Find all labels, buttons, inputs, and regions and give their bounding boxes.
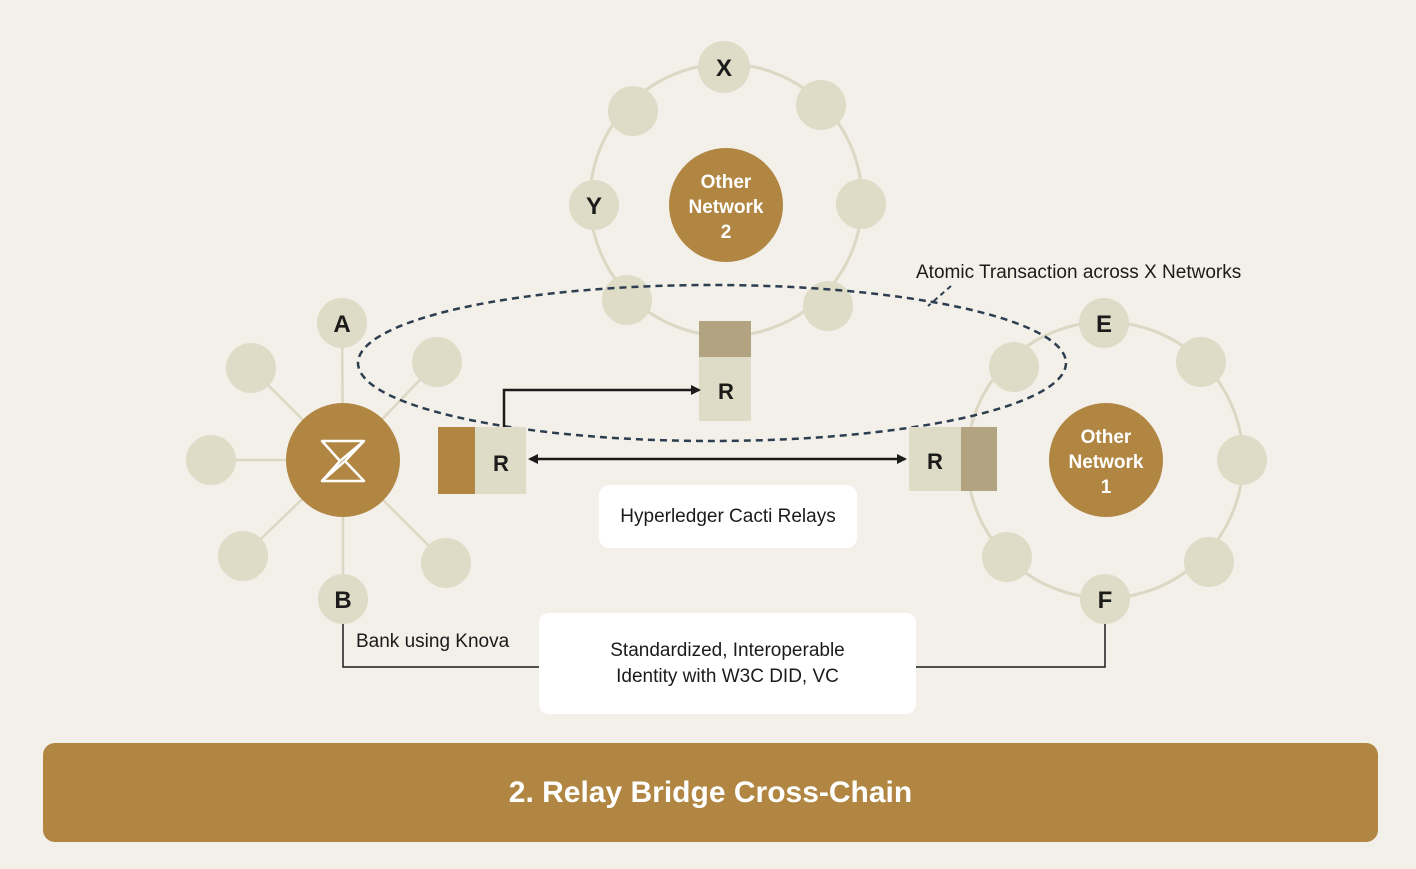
relay-top[interactable]: R bbox=[699, 321, 751, 421]
section-banner: 2. Relay Bridge Cross-Chain bbox=[43, 743, 1378, 842]
node-y-label: Y bbox=[586, 193, 602, 220]
identity-box-line2: Identity with W3C DID, VC bbox=[616, 665, 839, 687]
network-2: X Y Other Network 2 bbox=[569, 41, 886, 338]
knova-logo-icon bbox=[320, 439, 366, 483]
network-1-label-line: 1 bbox=[1101, 477, 1112, 498]
bank-caption: Bank using Knova bbox=[356, 631, 510, 652]
bank-node[interactable] bbox=[421, 538, 471, 588]
bank-node-b[interactable] bbox=[318, 574, 368, 624]
network-2-node[interactable] bbox=[608, 86, 658, 136]
network-1-node[interactable] bbox=[1217, 435, 1267, 485]
network-2-node[interactable] bbox=[602, 275, 652, 325]
relays-box: Hyperledger Cacti Relays bbox=[599, 485, 857, 548]
bank-node-a[interactable] bbox=[317, 298, 367, 348]
relay-to-network-2-arrow bbox=[502, 385, 701, 427]
network-2-node[interactable] bbox=[836, 179, 886, 229]
bank-node[interactable] bbox=[186, 435, 236, 485]
bank-node[interactable] bbox=[218, 531, 268, 581]
network-1-node-e[interactable] bbox=[1079, 298, 1129, 348]
bank-node[interactable] bbox=[226, 343, 276, 393]
network-1-label-line: Other bbox=[1081, 427, 1132, 448]
relays-box-label: Hyperledger Cacti Relays bbox=[620, 505, 836, 527]
node-f-label: F bbox=[1098, 587, 1113, 614]
network-2-label-line: Network bbox=[689, 197, 764, 218]
identity-connector-left bbox=[342, 624, 540, 668]
identity-box: Standardized, Interoperable Identity wit… bbox=[539, 613, 916, 714]
network-1-node[interactable] bbox=[1184, 537, 1234, 587]
atomic-transaction-label: Atomic Transaction across X Networks bbox=[916, 262, 1241, 283]
network-1-node[interactable] bbox=[1176, 337, 1226, 387]
banner-title: 2. Relay Bridge Cross-Chain bbox=[508, 775, 913, 809]
atomic-transaction-boundary bbox=[356, 283, 1068, 443]
network-1: E F Other Network 1 bbox=[965, 298, 1267, 624]
relay-right-label: R bbox=[927, 449, 943, 474]
network-1-label-line: Network bbox=[1069, 452, 1144, 473]
network-2-hub[interactable] bbox=[669, 148, 783, 262]
network-2-node-y[interactable] bbox=[569, 180, 619, 230]
network-2-node[interactable] bbox=[803, 281, 853, 331]
network-1-hub[interactable] bbox=[1049, 403, 1163, 517]
network-2-label-line: Other bbox=[701, 172, 752, 193]
node-a-label: A bbox=[333, 311, 350, 338]
relay-top-label: R bbox=[718, 379, 734, 404]
relay-right[interactable]: R bbox=[909, 427, 997, 491]
bank-network: A B bbox=[186, 298, 471, 624]
network-2-label-line: 2 bbox=[721, 222, 732, 243]
node-x-label: X bbox=[716, 55, 732, 82]
identity-box-line1: Standardized, Interoperable bbox=[610, 639, 845, 661]
network-2-node-x[interactable] bbox=[698, 41, 750, 93]
node-e-label: E bbox=[1096, 311, 1112, 338]
network-1-node-f[interactable] bbox=[1080, 574, 1130, 624]
relay-left[interactable]: R bbox=[438, 427, 526, 494]
node-b-label: B bbox=[334, 587, 351, 614]
relay-left-label: R bbox=[493, 451, 509, 476]
bank-node[interactable] bbox=[412, 337, 462, 387]
network-1-node[interactable] bbox=[989, 342, 1039, 392]
identity-connector-right bbox=[916, 624, 1106, 668]
network-2-node[interactable] bbox=[796, 80, 846, 130]
network-1-node[interactable] bbox=[982, 532, 1032, 582]
